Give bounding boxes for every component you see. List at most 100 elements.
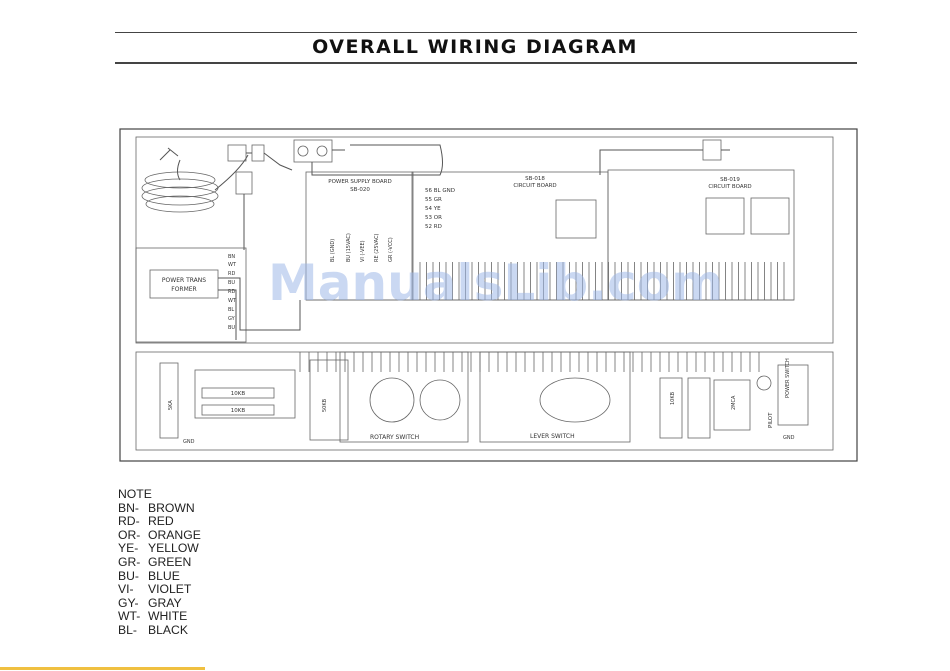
color-name: YELLOW (148, 541, 199, 556)
note-item: WT- WHITE (118, 610, 201, 624)
rotary-switch-wafer (419, 379, 461, 421)
note-item: GY- GRAY (118, 595, 201, 611)
psu-output-label: BL (GND) (330, 239, 336, 262)
transformer-wires (218, 277, 301, 340)
color-code: VI- (118, 582, 134, 597)
rotary-switch (339, 351, 469, 443)
lever-switch-body (539, 377, 611, 423)
tap-label: RD (228, 289, 235, 295)
color-name: BLACK (148, 622, 188, 637)
pot-label: 5KA (168, 400, 174, 410)
pot-50ka (309, 359, 349, 441)
note-item: BL- BLACK (118, 622, 201, 638)
tap-label: GY (228, 316, 236, 322)
pot-10ka-left: 5KA (159, 362, 179, 439)
ac-outlet-right (599, 139, 730, 175)
note-item: VI- VIOLET (118, 582, 201, 597)
color-name: GRAY (148, 595, 182, 610)
ac-cord (141, 147, 249, 213)
note-item: OR- ORANGE (118, 527, 201, 543)
color-name: BROWN (148, 500, 195, 515)
pot-label: 10KB (231, 408, 246, 414)
color-code: WT- (118, 609, 141, 624)
transformer-bay (135, 247, 247, 343)
color-name: ORANGE (148, 527, 201, 542)
rotary-switch-wafer (369, 377, 415, 423)
tap-label: BU (228, 325, 235, 331)
transformer-label: FORMER (171, 286, 196, 293)
sb019-title: CIRCUIT BOARD (708, 184, 751, 190)
power-transformer (149, 269, 219, 299)
color-code: BU- (118, 568, 139, 583)
sb019-model: SB-019 (720, 177, 740, 183)
sb018-input: 54 YE (425, 206, 441, 212)
psu-output-label: VI (-VEE) (360, 240, 366, 262)
pot-label: 10KB (670, 391, 676, 405)
outer-panel (119, 128, 858, 462)
psu-output-label: BU (15VAC) (346, 233, 352, 262)
fuse-holder (227, 144, 293, 250)
pilot-lamp (756, 375, 772, 391)
tap-label: WT (228, 262, 237, 268)
pot-label: 2MCA (731, 395, 737, 410)
pot-10kb-1 (201, 387, 275, 399)
tap-label: BN (228, 254, 235, 260)
front-panel-wiring (299, 352, 760, 372)
gnd-label: GND (183, 439, 195, 445)
page-title: OVERALL WIRING DIAGRAM (312, 36, 638, 58)
output-jacks (293, 139, 443, 176)
color-name: RED (148, 514, 174, 529)
note-item: YE- YELLOW (118, 542, 201, 556)
pot-label: 10KB (231, 391, 246, 397)
chassis-top (135, 136, 834, 344)
title-rule (115, 62, 857, 64)
color-name: WHITE (148, 609, 188, 624)
power-switch-label: POWER SWITCH (785, 358, 791, 398)
psu-output-label: GR (-VCC) (388, 237, 394, 262)
sb018-input: 56 BL GND (425, 188, 455, 194)
front-panel (135, 351, 834, 451)
color-code: BL- (118, 622, 137, 637)
tap-label: BL (228, 307, 234, 313)
pot-block-left (194, 369, 296, 419)
sb019-ic-2 (750, 197, 790, 235)
note-item: RD- RED (118, 514, 201, 529)
board-pins (419, 262, 785, 300)
pot-50kb (687, 377, 711, 439)
transformer-label: POWER TRANS (162, 277, 206, 284)
color-code: RD- (118, 514, 140, 529)
pot-label: 50KB (322, 398, 328, 412)
top-rule (115, 32, 857, 33)
note-item: BN- BROWN (118, 500, 201, 516)
note-heading: NOTE (118, 487, 152, 501)
sb018-input: 53 OR (425, 215, 442, 221)
lever-switch-label: LEVER SWITCH (530, 433, 575, 440)
power-switch (777, 364, 809, 426)
pot-10kb-right (659, 377, 683, 439)
sb019-ic-1 (705, 197, 745, 235)
pilot-label: PILOT (768, 412, 774, 428)
watermark-text: ManualsLib.com (268, 254, 723, 312)
sb018-ic (555, 199, 597, 239)
gnd-label: GND (783, 435, 795, 441)
color-code: GY- (118, 595, 139, 610)
accent-bar (0, 667, 205, 670)
tap-label: WT (228, 298, 237, 304)
sb018-model: SB-018 (525, 176, 545, 182)
sb018-input: 55 GR (425, 197, 442, 203)
psu-model: SB-020 (350, 187, 370, 193)
note-item: GR-GREEN (118, 555, 201, 570)
tap-label: BU (228, 280, 235, 286)
sb018-input: 52 RD (425, 224, 442, 230)
color-name: VIOLET (148, 582, 192, 597)
pot-10kb-2 (201, 404, 275, 416)
sb018-title: CIRCUIT BOARD (513, 183, 556, 189)
color-code: OR- (118, 527, 141, 542)
color-name: BLUE (148, 568, 180, 583)
color-code: BN- (118, 500, 139, 515)
psu-title: POWER SUPPLY BOARD (328, 179, 391, 185)
color-code: YE- (118, 541, 139, 556)
